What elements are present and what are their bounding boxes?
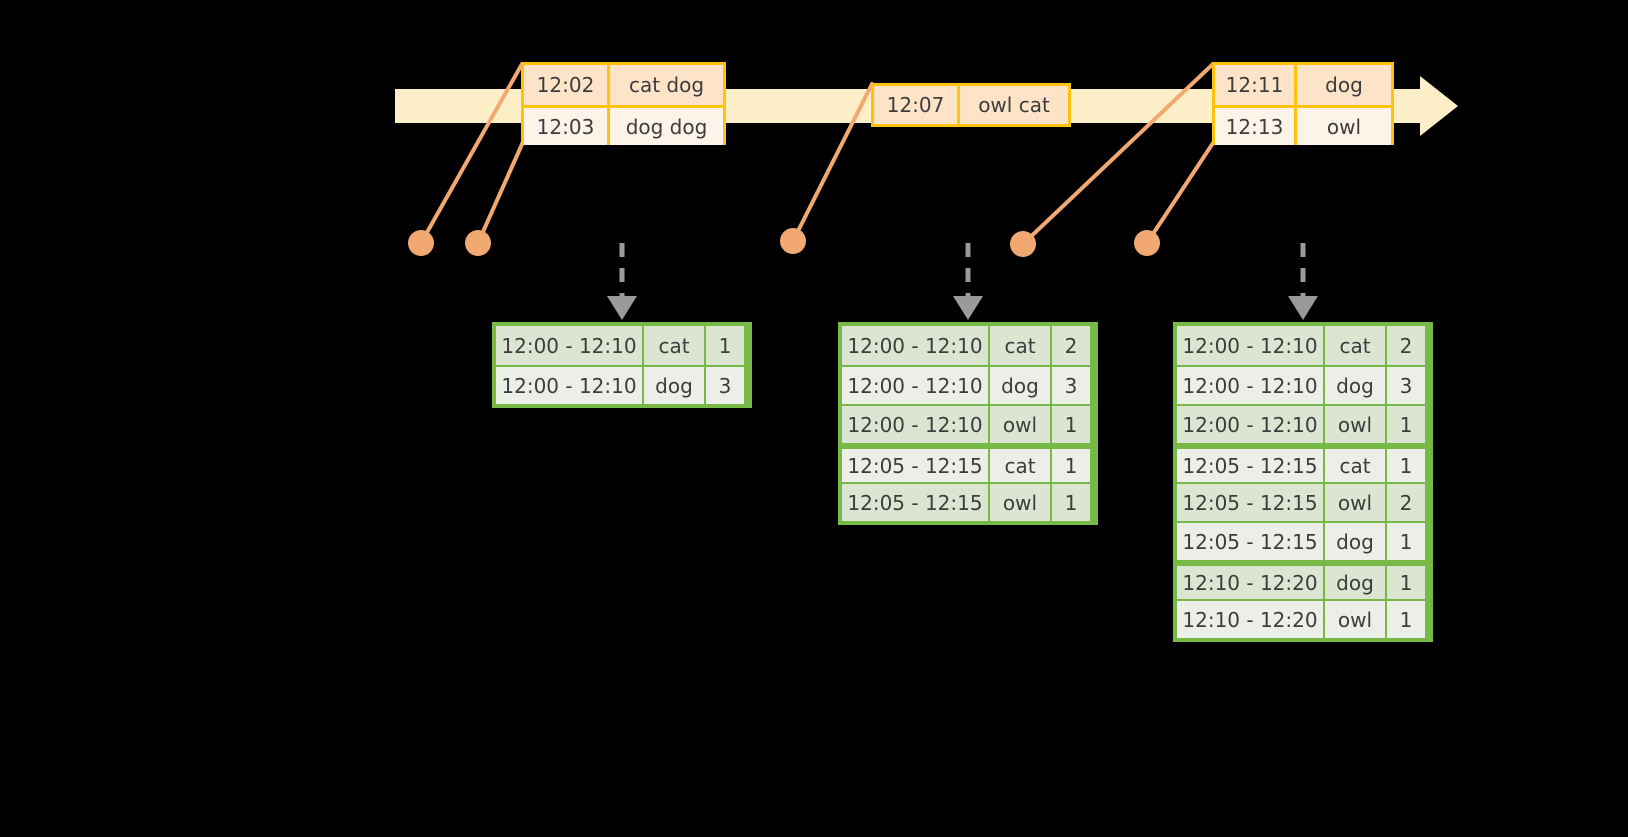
cell-count: 1 (1052, 406, 1090, 443)
cell-count: 2 (1387, 484, 1425, 521)
cell-word: dog (644, 367, 706, 404)
connector-line-5 (1145, 141, 1215, 245)
timeline-arrowhead-icon (1420, 76, 1458, 136)
event-time: 12:02 (524, 65, 610, 105)
event-time: 12:11 (1215, 65, 1297, 105)
cell-word: cat (1325, 449, 1387, 482)
cell-window: 12:05 - 12:15 (1177, 523, 1325, 560)
cell-window: 12:05 - 12:15 (842, 449, 990, 482)
event-box-3[interactable]: 12:11 dog 12:13 owl (1212, 62, 1394, 145)
event-words: dog dog (625, 114, 708, 139)
event-words: owl cat (978, 93, 1050, 117)
event-time: 12:13 (1215, 108, 1297, 145)
table-row: 12:10 - 12:20 owl 1 (1177, 599, 1429, 638)
cell-word: owl (1325, 601, 1387, 638)
cell-window: 12:00 - 12:10 (842, 406, 990, 443)
cell-count: 1 (1387, 523, 1425, 560)
table-row: 12:00 - 12:10 dog 3 (1177, 365, 1429, 404)
connector-line-2 (476, 140, 525, 245)
table-row: 12:00 - 12:10 cat 2 (1177, 326, 1429, 365)
table-row: 12:00 - 12:10 owl 1 (1177, 404, 1429, 443)
result-table-3[interactable]: 12:00 - 12:10 cat 2 12:00 - 12:10 dog 3 … (1173, 322, 1433, 642)
emit-arrowhead-1 (607, 296, 637, 320)
cell-window: 12:00 - 12:10 (496, 326, 644, 365)
event-words: cat dog (628, 73, 705, 97)
table-row: 12:10 - 12:20 dog 1 (1177, 560, 1429, 599)
cell-count: 1 (1387, 406, 1425, 443)
event-row: 12:11 dog (1215, 65, 1391, 105)
cell-word: owl (1325, 406, 1387, 443)
connector-line-1 (419, 62, 524, 245)
cell-count: 1 (706, 326, 744, 365)
result-table-1[interactable]: 12:00 - 12:10 cat 1 12:00 - 12:10 dog 3 (492, 322, 752, 408)
cell-window: 12:00 - 12:10 (842, 326, 990, 365)
emit-arrowhead-3 (1288, 296, 1318, 320)
event-words: owl (1326, 114, 1362, 139)
cell-count: 1 (1387, 566, 1425, 599)
cell-word: owl (990, 406, 1052, 443)
connector-dot-4 (1010, 231, 1036, 257)
table-row: 12:00 - 12:10 owl 1 (842, 404, 1094, 443)
cell-window: 12:00 - 12:10 (1177, 367, 1325, 404)
cell-count: 3 (1387, 367, 1425, 404)
connector-dot-3 (780, 228, 806, 254)
event-words: dog (1325, 73, 1363, 97)
event-row: 12:02 cat dog (524, 65, 723, 105)
result-table-2[interactable]: 12:00 - 12:10 cat 2 12:00 - 12:10 dog 3 … (838, 322, 1098, 525)
table-row: 12:05 - 12:15 owl 2 (1177, 482, 1429, 521)
connector-dot-1 (408, 230, 434, 256)
table-row: 12:00 - 12:10 dog 3 (842, 365, 1094, 404)
cell-word: owl (990, 484, 1052, 521)
event-time: 12:03 (524, 108, 610, 145)
table-row: 12:00 - 12:10 cat 2 (842, 326, 1094, 365)
table-row: 12:05 - 12:15 cat 1 (842, 443, 1094, 482)
cell-window: 12:00 - 12:10 (1177, 406, 1325, 443)
cell-window: 12:00 - 12:10 (1177, 326, 1325, 365)
cell-count: 1 (1387, 601, 1425, 638)
cell-word: cat (644, 326, 706, 365)
cell-word: cat (990, 326, 1052, 365)
cell-window: 12:10 - 12:20 (1177, 566, 1325, 599)
cell-count: 2 (1387, 326, 1425, 365)
cell-window: 12:00 - 12:10 (496, 367, 644, 404)
table-row: 12:05 - 12:15 dog 1 (1177, 521, 1429, 560)
connector-dot-5 (1134, 230, 1160, 256)
cell-window: 12:10 - 12:20 (1177, 601, 1325, 638)
event-row: 12:13 owl (1215, 105, 1391, 145)
cell-word: dog (1325, 367, 1387, 404)
connector-line-3 (791, 82, 874, 243)
cell-count: 1 (1052, 484, 1090, 521)
cell-word: dog (1325, 523, 1387, 560)
cell-word: cat (990, 449, 1052, 482)
cell-word: cat (1325, 326, 1387, 365)
event-row: 12:07 owl cat (874, 86, 1068, 124)
cell-word: owl (1325, 484, 1387, 521)
cell-window: 12:05 - 12:15 (1177, 449, 1325, 482)
table-row: 12:05 - 12:15 owl 1 (842, 482, 1094, 521)
cell-window: 12:00 - 12:10 (842, 367, 990, 404)
event-box-2[interactable]: 12:07 owl cat (871, 83, 1071, 127)
connector-line-4 (1021, 62, 1215, 246)
table-row: 12:05 - 12:15 cat 1 (1177, 443, 1429, 482)
connector-dot-2 (465, 230, 491, 256)
emit-arrowhead-2 (953, 296, 983, 320)
cell-window: 12:05 - 12:15 (1177, 484, 1325, 521)
table-row: 12:00 - 12:10 dog 3 (496, 365, 748, 404)
event-box-1[interactable]: 12:02 cat dog 12:03 dog dog (521, 62, 726, 145)
cell-word: dog (1325, 566, 1387, 599)
event-row: 12:03 dog dog (524, 105, 723, 145)
cell-word: dog (990, 367, 1052, 404)
cell-count: 1 (1052, 449, 1090, 482)
table-row: 12:00 - 12:10 cat 1 (496, 326, 748, 365)
event-time: 12:07 (874, 86, 960, 124)
cell-count: 1 (1387, 449, 1425, 482)
cell-count: 3 (1052, 367, 1090, 404)
cell-count: 2 (1052, 326, 1090, 365)
cell-window: 12:05 - 12:15 (842, 484, 990, 521)
cell-count: 3 (706, 367, 744, 404)
